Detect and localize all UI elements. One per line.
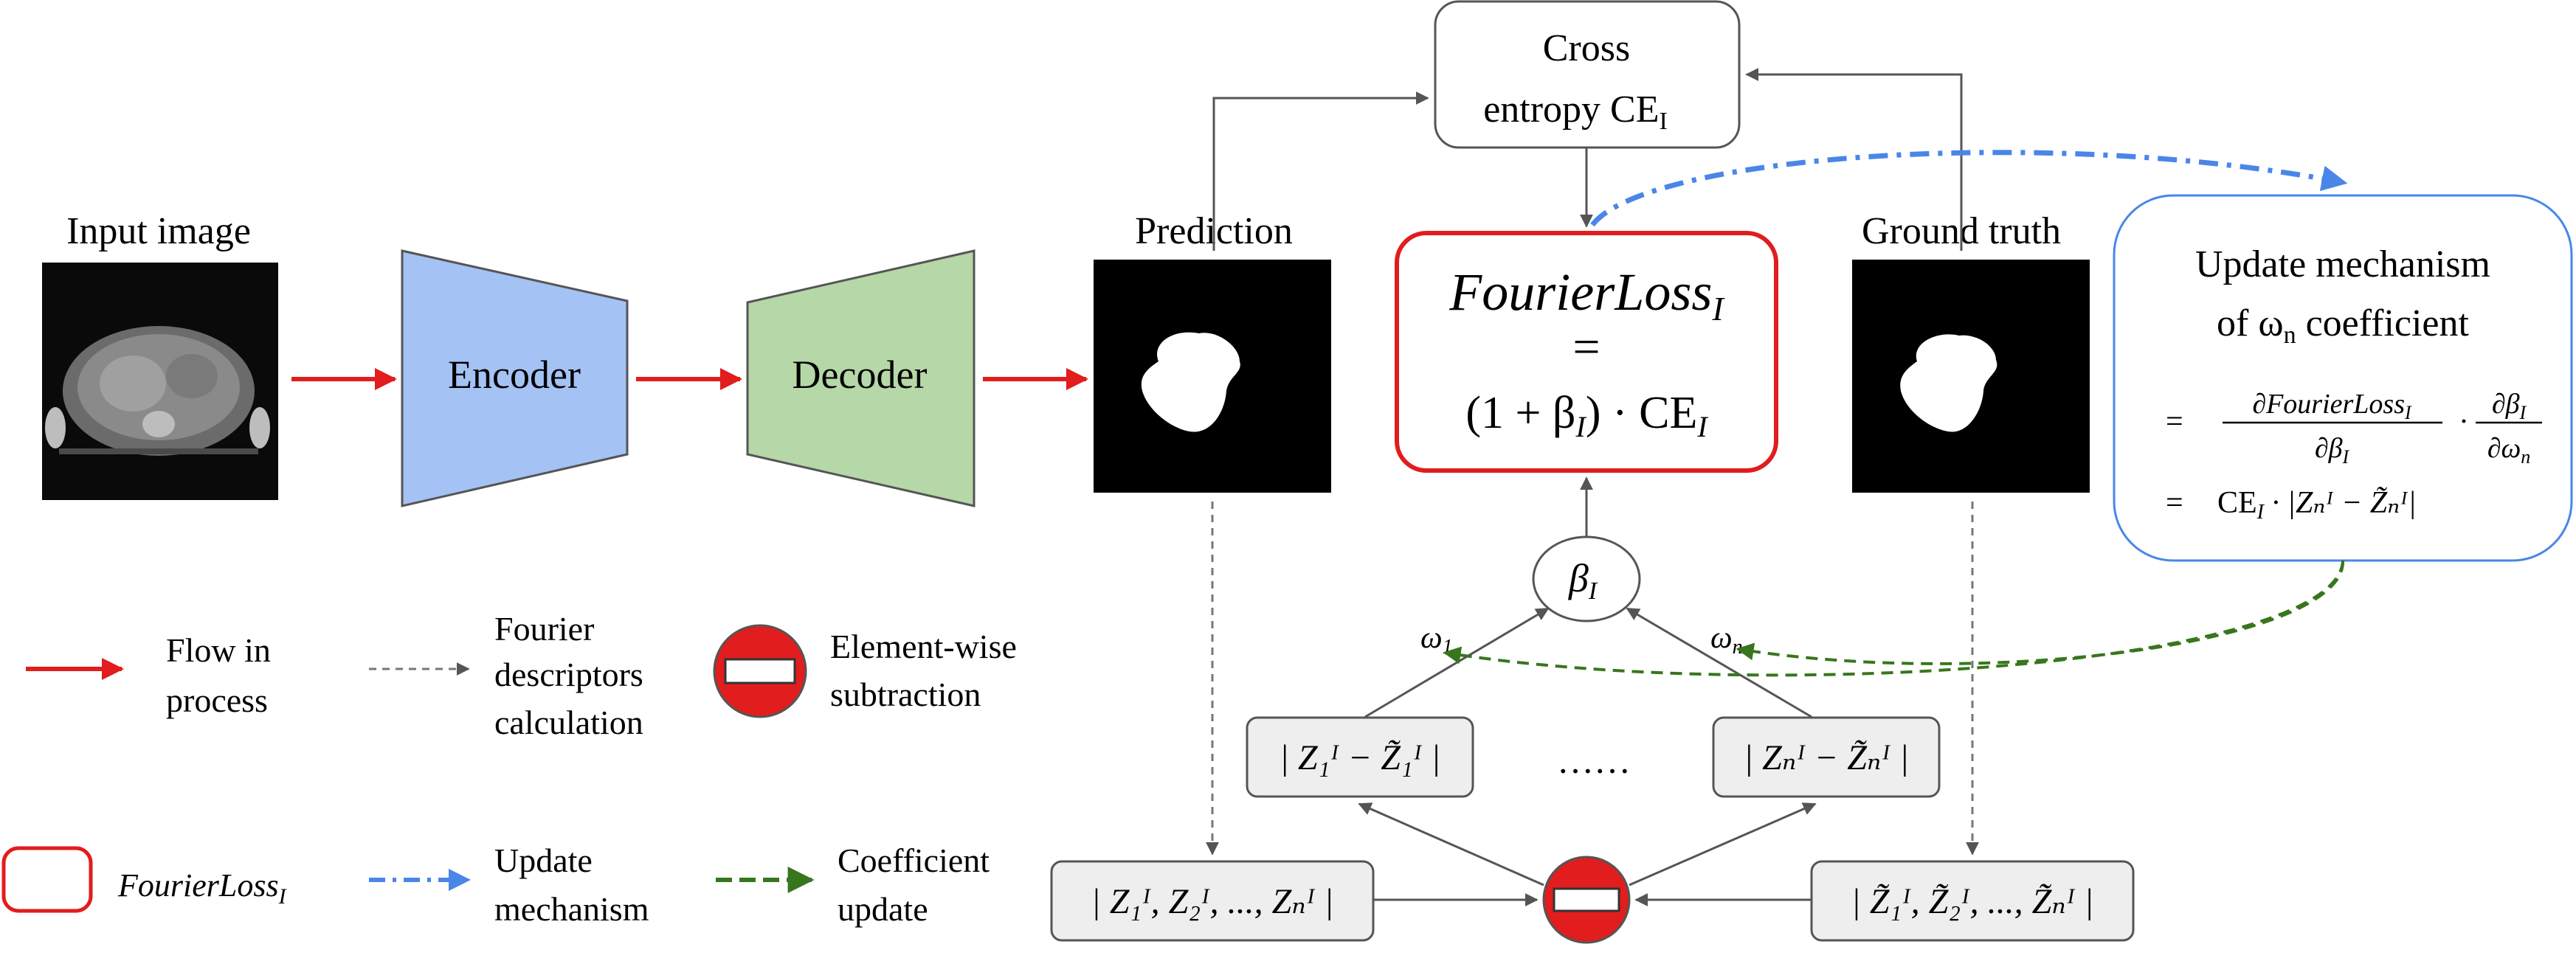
input-image-label: Input image bbox=[66, 210, 251, 252]
legend-flow-line1: Flow in bbox=[166, 631, 271, 669]
legend-coefficient-line2: update bbox=[838, 890, 928, 928]
cross-entropy-line1: Cross bbox=[1543, 27, 1630, 69]
update-mechanism-arrow bbox=[1590, 150, 2348, 227]
update-formula-line2: = CEI · |Zₙᴵ − Z̃ₙᴵ| bbox=[2166, 486, 2417, 524]
ct-scan-image bbox=[42, 263, 278, 500]
legend-loss-box bbox=[1, 846, 93, 913]
subtraction-node bbox=[1542, 856, 1631, 944]
decoder-block bbox=[746, 249, 976, 507]
legend-update-line2: mechanism bbox=[494, 890, 649, 928]
diff-box-1-text: | Z₁ᴵ − Z̃₁ᴵ | bbox=[1280, 738, 1441, 777]
svg-text:=: = bbox=[2166, 486, 2183, 520]
legend-fourier-line2: descriptors bbox=[494, 656, 643, 693]
update-formula-line1: = ∂FourierLossI ∂βI · ∂βI ∂ωn bbox=[2166, 389, 2542, 468]
cross-entropy-line2: entropy CEI bbox=[1483, 89, 1668, 135]
diff-box-n bbox=[1712, 716, 1941, 798]
ground-truth-mask-shape bbox=[1900, 334, 1997, 432]
diff-box-n-text: | Zₙᴵ − Z̃ₙᴵ | bbox=[1744, 738, 1909, 777]
arrow-sub-to-diffn bbox=[1629, 802, 1817, 887]
legend-fourier-line1: Fourier bbox=[494, 610, 594, 648]
svg-text:=: = bbox=[2166, 405, 2183, 439]
update-title-line2: of ωn coefficient bbox=[2217, 302, 2469, 349]
arrow-diffn-to-beta bbox=[1626, 607, 1812, 718]
beta-label: βI bbox=[1568, 556, 1598, 605]
coefficient-update-arrow-1 bbox=[1443, 560, 2344, 677]
groundtruth-descriptors-text: | Z̃₁ᴵ, Z̃₂ᴵ, ..., Z̃ₙᴵ | bbox=[1851, 882, 2094, 921]
update-title-line1: Update mechanism bbox=[2195, 243, 2490, 285]
prediction-descriptors-text: | Z₁ᴵ, Z₂ᴵ, ..., Zₙᴵ | bbox=[1091, 882, 1334, 921]
legend-flow-line2: process bbox=[166, 681, 268, 719]
arrow-sub-to-diff1 bbox=[1358, 802, 1544, 887]
decoder-label: Decoder bbox=[793, 353, 928, 397]
svg-text:∂FourierLossI: ∂FourierLossI bbox=[2252, 389, 2412, 423]
svg-text:·: · bbox=[2459, 405, 2469, 439]
arrow-groundtruth-to-ce bbox=[1745, 68, 1963, 251]
ellipsis-dots: …… bbox=[1557, 740, 1631, 781]
encoder-label: Encoder bbox=[448, 353, 581, 397]
legend-coefficient-line1: Coefficient bbox=[838, 842, 990, 879]
legend-subtraction-icon bbox=[713, 624, 807, 718]
fourier-loss-box bbox=[1395, 231, 1778, 473]
prediction-mask-shape bbox=[1141, 332, 1240, 432]
legend-fourier-line3: calculation bbox=[494, 704, 643, 741]
arrow-prediction-to-ce bbox=[1212, 91, 1429, 251]
coefficient-update-arrow-n bbox=[1736, 560, 2345, 665]
legend-loss-label: FourierLossI bbox=[117, 867, 288, 909]
svg-text:CEI · |Zₙᴵ − Z̃ₙᴵ|: CEI · |Zₙᴵ − Z̃ₙᴵ| bbox=[2217, 486, 2417, 524]
fourier-loss-name: FourierLossI bbox=[1448, 263, 1725, 327]
diff-box-1 bbox=[1246, 716, 1474, 798]
fourier-loss-expression: (1 + βI) · CEI bbox=[1465, 388, 1708, 443]
beta-node bbox=[1532, 535, 1641, 622]
legend-update-line1: Update bbox=[494, 842, 593, 879]
fourier-loss-equals: = bbox=[1572, 320, 1600, 374]
legend-subtraction-line2: subtraction bbox=[830, 676, 981, 713]
legend-subtraction-line1: Element-wise bbox=[830, 628, 1017, 665]
svg-text:∂βI: ∂βI bbox=[2492, 389, 2527, 423]
encoder-block bbox=[401, 249, 629, 507]
svg-text:∂ωn: ∂ωn bbox=[2487, 433, 2531, 468]
svg-text:∂βI: ∂βI bbox=[2315, 433, 2350, 468]
omegan-label: ωn bbox=[1710, 621, 1743, 659]
